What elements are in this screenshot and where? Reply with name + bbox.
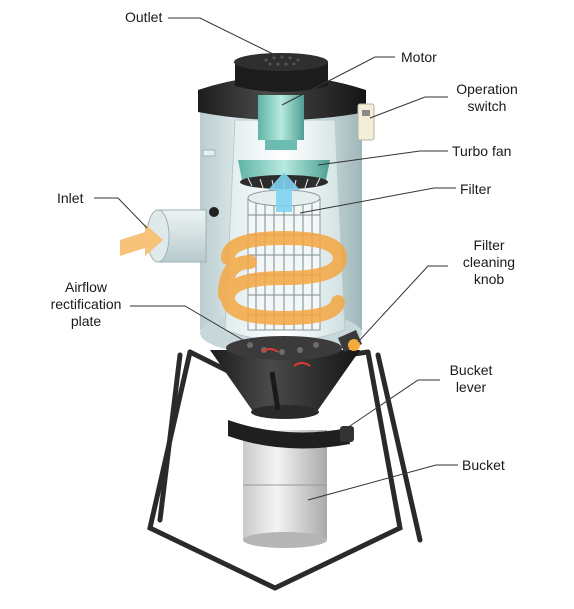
leader-bucket xyxy=(307,464,458,501)
label-filter-cleaning-knob: Filter cleaning knob xyxy=(462,237,516,287)
rectification-plate xyxy=(226,336,342,367)
leader-lines xyxy=(94,17,458,501)
leader-filter-cleaning-knob xyxy=(357,265,448,343)
filter-cleaning-knob xyxy=(338,330,362,352)
side-handle xyxy=(202,149,216,157)
leader-airflow-rectification-plate xyxy=(130,305,249,344)
leader-operation-switch xyxy=(369,96,448,119)
airflow-up-arrow xyxy=(268,172,300,212)
label-filter: Filter xyxy=(460,181,492,197)
leader-bucket-lever xyxy=(343,379,440,431)
inlet-pipe xyxy=(146,207,219,263)
leader-turbo-fan xyxy=(317,150,448,166)
leader-inlet xyxy=(94,197,148,229)
leader-motor xyxy=(281,56,395,106)
label-bucket: Bucket xyxy=(462,457,505,473)
operation-switch-box xyxy=(357,103,375,141)
label-inlet: Inlet xyxy=(57,190,84,206)
bucket-body xyxy=(243,430,327,548)
leader-outlet xyxy=(168,17,276,56)
leader-filter xyxy=(299,187,456,214)
label-turbo-fan: Turbo fan xyxy=(452,143,512,159)
label-operation-switch: Operation switch xyxy=(456,81,518,114)
inlet-arrow xyxy=(120,224,163,256)
motor xyxy=(258,95,304,150)
label-bucket-lever: Bucket lever xyxy=(449,362,493,395)
airflow-spiral xyxy=(218,230,347,326)
label-airflow-rectification-plate: Airflow rectification plate xyxy=(50,279,122,329)
hopper-cone xyxy=(210,350,360,419)
bucket-lever-clamp xyxy=(228,371,354,449)
label-outlet: Outlet xyxy=(125,9,163,25)
label-motor: Motor xyxy=(401,49,437,65)
